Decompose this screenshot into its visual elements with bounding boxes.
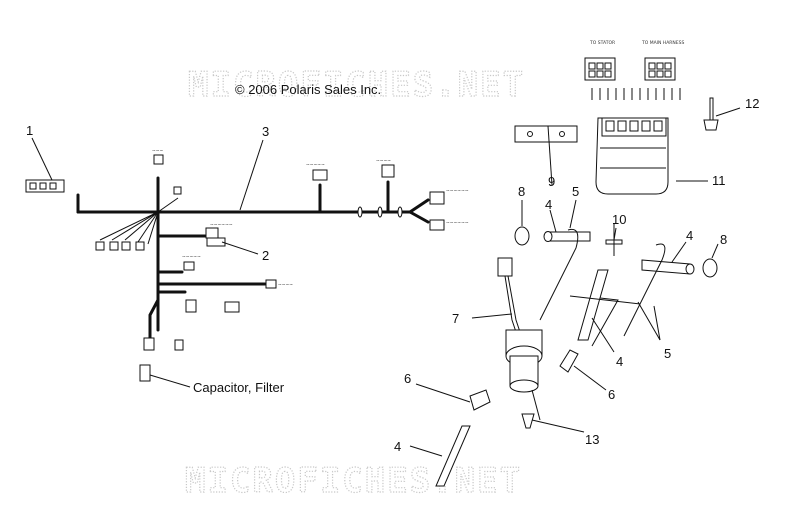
callout-5a: 5 [572, 184, 579, 199]
callout-10: 10 [612, 212, 626, 227]
copyright-text: © 2006 Polaris Sales Inc. [235, 82, 381, 97]
callout-2: 2 [262, 248, 269, 263]
svg-text:~~~~~: ~~~~~ [182, 255, 201, 260]
callout-6a: 6 [404, 371, 411, 386]
callout-4c: 4 [616, 354, 623, 369]
callout-13: 13 [585, 432, 599, 447]
callout-7: 7 [452, 311, 459, 326]
svg-text:~~~~~~: ~~~~~~ [210, 223, 233, 228]
callout-11: 11 [712, 173, 726, 188]
callout-4a: 4 [545, 197, 552, 212]
callout-4b: 4 [686, 228, 693, 243]
svg-text:~~~~~: ~~~~~ [306, 163, 325, 168]
svg-text:~~~~~~: ~~~~~~ [446, 221, 469, 226]
watermark-top: MICROFICHES.NET [188, 65, 525, 105]
svg-text:~~~~~~: ~~~~~~ [446, 189, 469, 194]
connector-stator: TO STATOR [584, 40, 616, 81]
wiring-harness: ~~~ ~~~~~ ~~~~ ~~~~~~ ~~~~~~ ~~~~~~ ~~~~… [25, 149, 469, 388]
connector-main-harness: TO MAIN HARNESS [641, 40, 684, 81]
svg-text:~~~~: ~~~~ [278, 283, 293, 288]
module-part-11 [595, 117, 669, 195]
fitting-part-6b [469, 389, 491, 411]
svg-text:~~~~: ~~~~ [376, 159, 391, 164]
fitting-part-6a [559, 349, 579, 373]
cap-part-8a [514, 226, 530, 246]
callout-9: 9 [548, 174, 555, 189]
callout-12: 12 [745, 96, 759, 111]
bracket-part-9 [514, 125, 578, 143]
rods-and-springs [435, 224, 695, 487]
watermark-bottom: MICROFICHES.NET [185, 461, 522, 501]
cap-part-8b [702, 258, 718, 278]
screw-part-13 [521, 413, 535, 429]
callouts: 1 3 2 Capacitor, Filter 9 11 12 8 4 5 10… [26, 96, 759, 457]
svg-text:TO MAIN HARNESS: TO MAIN HARNESS [641, 40, 684, 46]
callout-4d: 4 [394, 439, 401, 454]
callout-8a: 8 [518, 184, 525, 199]
callout-8b: 8 [720, 232, 727, 247]
callout-6b: 6 [608, 387, 615, 402]
capacitor-label: Capacitor, Filter [193, 380, 285, 395]
svg-text:~~~: ~~~ [152, 149, 164, 154]
callout-3: 3 [262, 124, 269, 139]
switch-part-7 [497, 257, 543, 421]
callout-1: 1 [26, 123, 33, 138]
callout-5b: 5 [664, 346, 671, 361]
module-wires [591, 88, 681, 100]
pin-part-12 [703, 97, 719, 131]
svg-text:TO STATOR: TO STATOR [589, 40, 615, 46]
